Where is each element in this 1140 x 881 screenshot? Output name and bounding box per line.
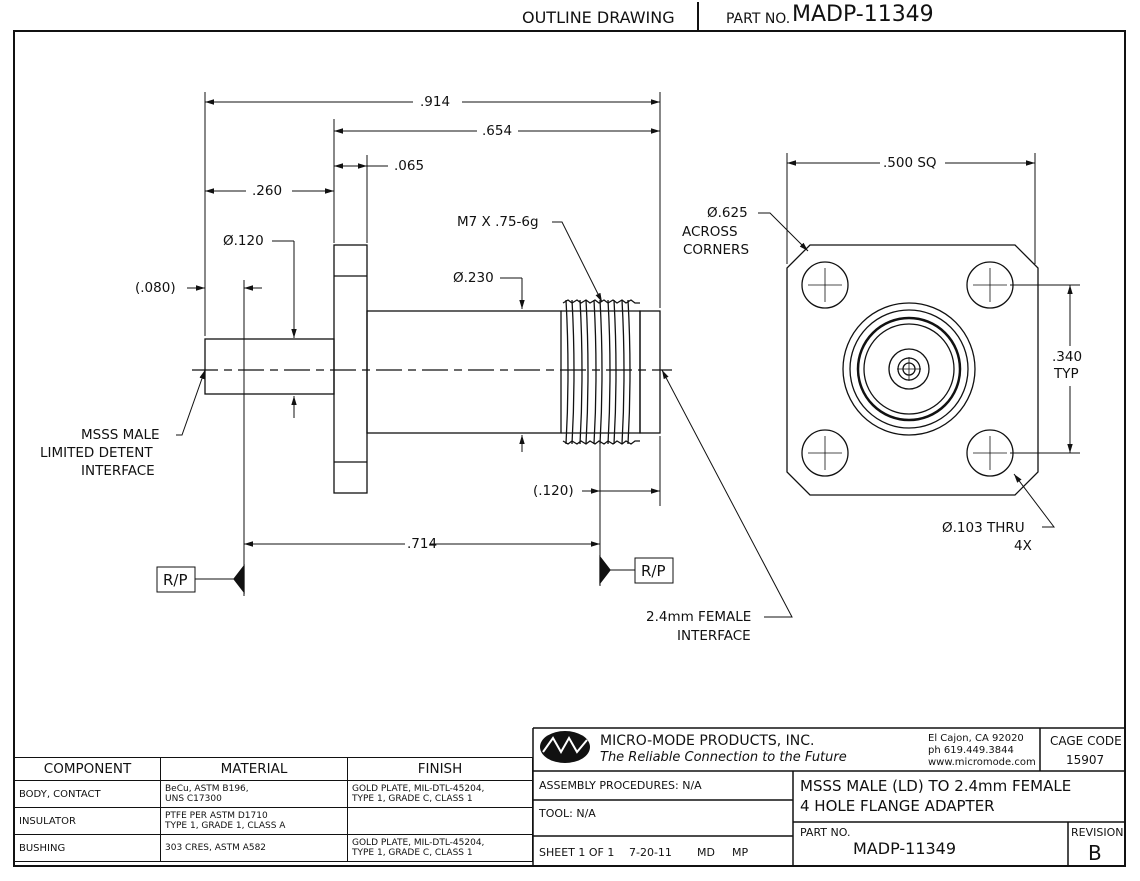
dim-overall: .914 xyxy=(420,94,451,110)
tool: TOOL: N/A xyxy=(539,807,596,820)
drawing-date: 7-20-11 xyxy=(629,846,672,859)
revision-label: REVISION xyxy=(1071,826,1124,839)
dim-across-corners-3: CORNERS xyxy=(683,242,750,258)
bom-material: 303 CRES, ASTM A582 xyxy=(160,834,348,862)
tb-part-number: MADP-11349 xyxy=(853,839,957,858)
header-part-number: MADP-11349 xyxy=(792,2,934,27)
dim-holes-count: 4X xyxy=(1014,538,1032,554)
dim-flange-thickness: .065 xyxy=(394,158,425,174)
tb-part-label: PART NO. xyxy=(800,826,851,839)
company-address: El Cajon, CA 92020 xyxy=(928,733,1024,744)
dim-male-length: .260 xyxy=(252,183,283,199)
drawing-type: OUTLINE DRAWING xyxy=(522,8,675,27)
dim-hole-spacing: .340 xyxy=(1052,349,1083,365)
bom-finish xyxy=(347,807,533,835)
bom-finish: GOLD PLATE, MIL-DTL-45204,TYPE 1, GRADE … xyxy=(347,780,533,808)
company-website: www.micromode.com xyxy=(928,757,1036,768)
dim-pin-diameter: Ø.120 xyxy=(223,233,264,249)
callout-male-1: MSSS MALE xyxy=(81,427,160,443)
description-line-1: MSSS MALE (LD) TO 2.4mm FEMALE xyxy=(800,777,1072,795)
dim-hole-spacing-typ: TYP xyxy=(1054,366,1079,382)
bom-component: BODY, CONTACT xyxy=(14,780,161,808)
approved-by: MP xyxy=(732,846,749,859)
flange xyxy=(333,244,368,494)
cage-code-value: 15907 xyxy=(1066,753,1105,767)
header: OUTLINE DRAWING PART NO. MADP-11349 xyxy=(0,0,1140,32)
dim-across-corners-1: Ø.625 xyxy=(707,205,748,221)
dim-body-diameter: Ø.230 xyxy=(453,270,494,286)
end-view xyxy=(786,244,1039,496)
revision-value: B xyxy=(1088,841,1102,865)
dim-square: .500 SQ xyxy=(883,155,937,171)
cage-code-label: CAGE CODE xyxy=(1050,734,1122,748)
dim-body: .654 xyxy=(482,123,513,139)
header-part-label: PART NO. xyxy=(726,11,791,27)
bill-of-materials: COMPONENT MATERIAL FINISH BODY, CONTACT … xyxy=(14,757,533,862)
bom-header-finish: FINISH xyxy=(347,757,533,781)
company-name: MICRO-MODE PRODUCTS, INC. xyxy=(600,733,815,749)
dim-rp-span: .714 xyxy=(407,536,438,552)
table-row: BUSHING 303 CRES, ASTM A582 GOLD PLATE, … xyxy=(14,834,533,862)
sheet-border xyxy=(13,30,1126,867)
title-block xyxy=(532,727,1125,866)
dim-holes: Ø.103 THRU xyxy=(942,520,1025,536)
bom-finish: GOLD PLATE, MIL-DTL-45204,TYPE 1, GRADE … xyxy=(347,834,533,862)
callout-female-2: INTERFACE xyxy=(677,628,751,644)
company-tagline: The Reliable Connection to the Future xyxy=(600,750,847,765)
side-view xyxy=(192,244,672,494)
rp-left-label: R/P xyxy=(163,571,188,589)
bom-header-component: COMPONENT xyxy=(14,757,161,781)
rp-right-label: R/P xyxy=(641,562,666,580)
female-end xyxy=(639,310,661,434)
header-divider xyxy=(697,2,699,30)
bom-component: INSULATOR xyxy=(14,807,161,835)
company-phone: ph 619.449.3844 xyxy=(928,745,1014,756)
company-logo xyxy=(540,731,590,763)
dim-thread: M7 X .75-6g xyxy=(457,214,539,230)
bom-component: BUSHING xyxy=(14,834,161,862)
body xyxy=(366,310,562,434)
drawn-by: MD xyxy=(697,846,715,859)
sheet-number: SHEET 1 OF 1 xyxy=(539,846,615,859)
description-line-2: 4 HOLE FLANGE ADAPTER xyxy=(800,797,995,815)
callout-male-2: LIMITED DETENT xyxy=(40,445,153,461)
dim-ref-120: (.120) xyxy=(533,483,574,499)
callout-female-1: 2.4mm FEMALE xyxy=(646,609,752,625)
table-row: BODY, CONTACT BeCu, ASTM B196,UNS C17300… xyxy=(14,780,533,808)
bom-header-row: COMPONENT MATERIAL FINISH xyxy=(14,757,533,781)
dim-across-corners-2: ACROSS xyxy=(682,224,738,240)
bom-material: BeCu, ASTM B196,UNS C17300 xyxy=(160,780,348,808)
male-pin xyxy=(204,338,335,395)
bom-header-material: MATERIAL xyxy=(160,757,348,781)
assembly-procedures: ASSEMBLY PROCEDURES: N/A xyxy=(539,779,702,792)
callout-male-3: INTERFACE xyxy=(81,463,155,479)
dim-ref-080: (.080) xyxy=(135,280,176,296)
